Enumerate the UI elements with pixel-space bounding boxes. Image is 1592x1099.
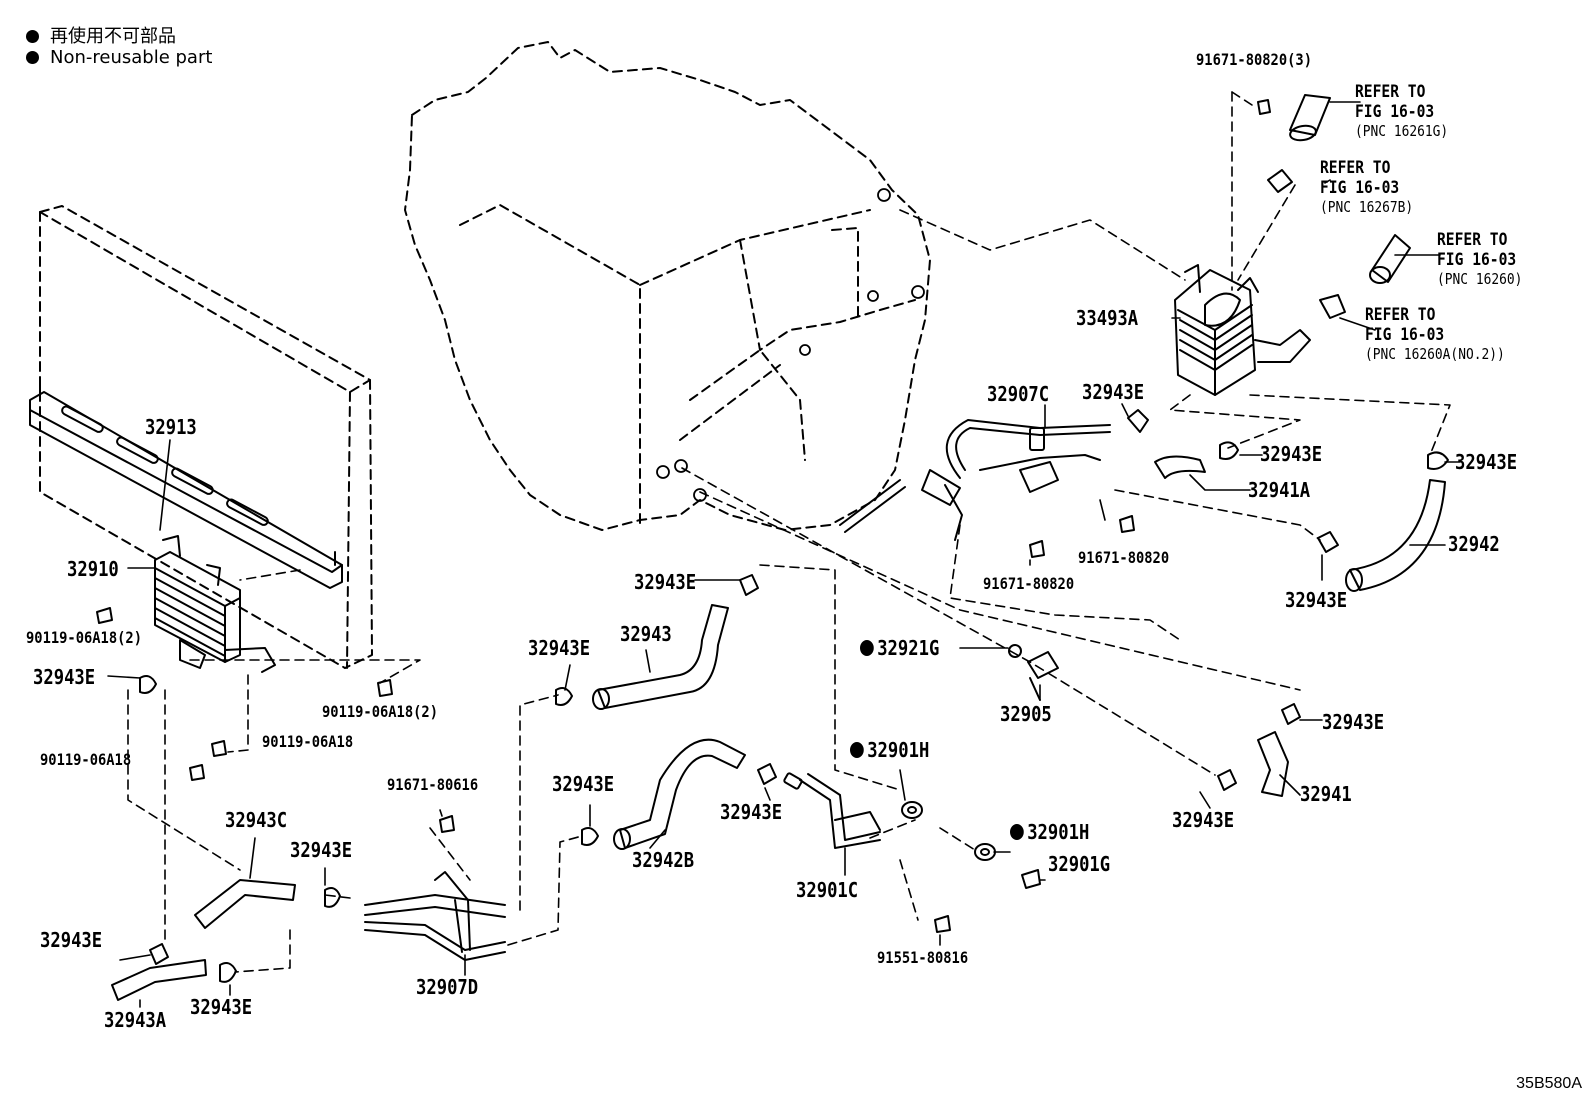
oil-cooler-32910 bbox=[154, 535, 276, 673]
refer-pnc: (PNC 16260) bbox=[1437, 270, 1523, 288]
oil-cooler-33493A bbox=[1174, 264, 1311, 396]
transaxle-outline bbox=[404, 41, 931, 531]
part-label: 32901G bbox=[1048, 852, 1111, 876]
part-label: 32907C bbox=[987, 382, 1050, 406]
part-label: 32943E bbox=[552, 772, 615, 796]
part-label: 32942 bbox=[1448, 532, 1500, 556]
nonreusable-dot-icon bbox=[1010, 824, 1024, 840]
filled-dot-icon bbox=[26, 51, 39, 64]
legend-japanese: 再使用不可部品 bbox=[26, 22, 176, 48]
filled-dot-icon bbox=[26, 30, 39, 43]
illustration-code: 35B580A bbox=[1516, 1075, 1582, 1092]
part-label-nonreusable: 32921G bbox=[860, 636, 939, 660]
part-label: 32905 bbox=[1000, 702, 1052, 726]
part-label: 91671-80820 bbox=[1078, 548, 1170, 567]
part-label: 32910 bbox=[67, 557, 119, 581]
leader-lines bbox=[107, 101, 1461, 1008]
part-label: 32943E bbox=[1322, 710, 1385, 734]
part-label: 32941 bbox=[1300, 782, 1352, 806]
part-label: 32943C bbox=[225, 808, 288, 832]
part-label: 91671-80820(3) bbox=[1196, 50, 1312, 69]
part-label: 33493A bbox=[1076, 306, 1139, 330]
part-label: 32943E bbox=[634, 570, 697, 594]
hose-clamps bbox=[139, 409, 1449, 983]
part-label: 32921G bbox=[877, 636, 940, 660]
pipe-32907D bbox=[364, 871, 506, 961]
part-label: 90119-06A18 bbox=[262, 732, 354, 751]
refer-pnc: (PNC 16260A(NO.2)) bbox=[1365, 345, 1505, 363]
reference-lines bbox=[127, 91, 1451, 973]
part-label: 91671-80820 bbox=[983, 574, 1075, 593]
part-label: 32913 bbox=[145, 415, 197, 439]
part-label-nonreusable: 32901H bbox=[850, 738, 929, 762]
nonreusable-dot-icon bbox=[860, 640, 874, 656]
part-label: 32943E bbox=[1285, 588, 1348, 612]
nonreusable-dot-icon bbox=[850, 742, 864, 758]
part-label: 32943E bbox=[290, 838, 353, 862]
part-label: 91671-80616 bbox=[387, 775, 479, 794]
transaxle-bolt-holes bbox=[656, 188, 925, 502]
part-label: 91551-80816 bbox=[877, 948, 969, 967]
part-label: 32943E bbox=[528, 636, 591, 660]
sensor-32905 bbox=[1008, 644, 1059, 701]
part-label: 32943 bbox=[620, 622, 672, 646]
refer-line-1: REFER TO bbox=[1320, 158, 1391, 178]
part-label: 90119-06A18 bbox=[40, 750, 132, 769]
part-label: 90119-06A18(2) bbox=[26, 628, 142, 647]
part-label: 32943E bbox=[190, 995, 253, 1019]
part-label: 32943E bbox=[1172, 808, 1235, 832]
part-label: 90119-06A18(2) bbox=[322, 702, 438, 721]
refer-pnc: (PNC 16267B) bbox=[1320, 198, 1414, 216]
legend-english-text: Non-reusable part bbox=[50, 47, 213, 68]
refer-line-1: REFER TO bbox=[1365, 305, 1436, 325]
part-label: 32943E bbox=[33, 665, 96, 689]
part-label: 32943A bbox=[104, 1008, 167, 1032]
part-label: 32907D bbox=[416, 975, 479, 999]
part-label: 32943E bbox=[1455, 450, 1518, 474]
part-label: 32943E bbox=[40, 928, 103, 952]
part-label: 32901H bbox=[867, 738, 930, 762]
tube-32907C bbox=[839, 419, 1111, 541]
part-label: 32943E bbox=[1260, 442, 1323, 466]
part-label: 32943E bbox=[720, 800, 783, 824]
part-label: 32901H bbox=[1027, 820, 1090, 844]
bracket-32913 bbox=[29, 379, 343, 589]
hoses bbox=[111, 455, 1446, 1001]
part-label: 32941A bbox=[1248, 478, 1311, 502]
refer-line-1: REFER TO bbox=[1355, 82, 1426, 102]
legend-japanese-text: 再使用不可部品 bbox=[50, 26, 176, 47]
part-label: 32942B bbox=[632, 848, 695, 872]
refer-line-2: FIG 16-03 bbox=[1365, 325, 1445, 345]
legend-english: Non-reusable part bbox=[26, 47, 212, 68]
refer-line-1: REFER TO bbox=[1437, 230, 1508, 250]
refer-pnc: (PNC 16261G) bbox=[1355, 122, 1449, 140]
refer-line-2: FIG 16-03 bbox=[1437, 250, 1517, 270]
part-label: 32943E bbox=[1082, 380, 1145, 404]
part-label-nonreusable: 32901H bbox=[1010, 820, 1089, 844]
refer-line-2: FIG 16-03 bbox=[1320, 178, 1400, 198]
refer-hoses bbox=[1267, 94, 1411, 319]
refer-line-2: FIG 16-03 bbox=[1355, 102, 1435, 122]
radiator-outline bbox=[39, 205, 373, 669]
pipe-32901C bbox=[783, 772, 881, 849]
part-label: 32901C bbox=[796, 878, 859, 902]
